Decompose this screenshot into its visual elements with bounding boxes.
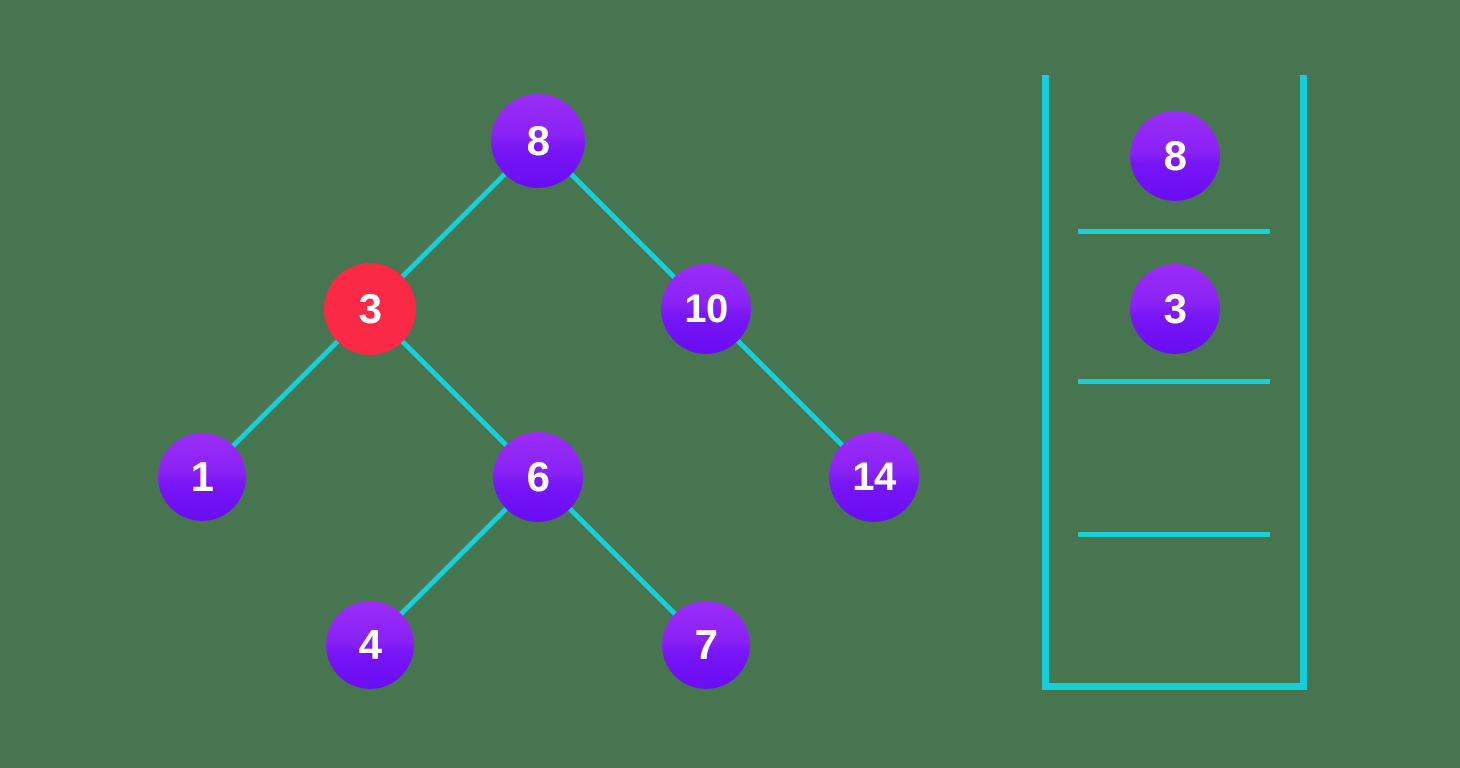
tree-node-1[interactable]: 1: [158, 433, 246, 521]
stack-item-8[interactable]: 8: [1130, 111, 1220, 201]
stack-left-wall: [1042, 75, 1049, 690]
stack-right-wall: [1300, 75, 1307, 690]
stack-divider-0: [1078, 229, 1270, 234]
tree-node-7[interactable]: 7: [662, 601, 750, 689]
tree-node-3[interactable]: 3: [324, 263, 416, 355]
tree-node-label: 4: [358, 621, 382, 668]
tree-node-label: 14: [852, 455, 896, 499]
stack-bottom-wall: [1042, 683, 1307, 690]
tree-node-10[interactable]: 10: [661, 264, 751, 354]
stack-item-3[interactable]: 3: [1130, 264, 1220, 354]
stack-divider-2: [1078, 532, 1270, 537]
stack-item-label: 3: [1163, 285, 1187, 332]
tree-node-6[interactable]: 6: [493, 432, 583, 522]
tree-node-4[interactable]: 4: [326, 601, 414, 689]
stack-divider-1: [1078, 379, 1270, 384]
stack-item-label: 8: [1163, 132, 1187, 179]
tree-node-label: 8: [526, 117, 550, 164]
tree-node-label: 7: [694, 621, 718, 668]
tree-node-label: 10: [684, 287, 728, 331]
tree-node-label: 6: [526, 453, 550, 500]
tree-node-14[interactable]: 14: [829, 432, 919, 522]
tree-node-label: 1: [190, 453, 214, 500]
tree-node-label: 3: [358, 285, 382, 332]
tree-node-8[interactable]: 8: [491, 94, 585, 188]
